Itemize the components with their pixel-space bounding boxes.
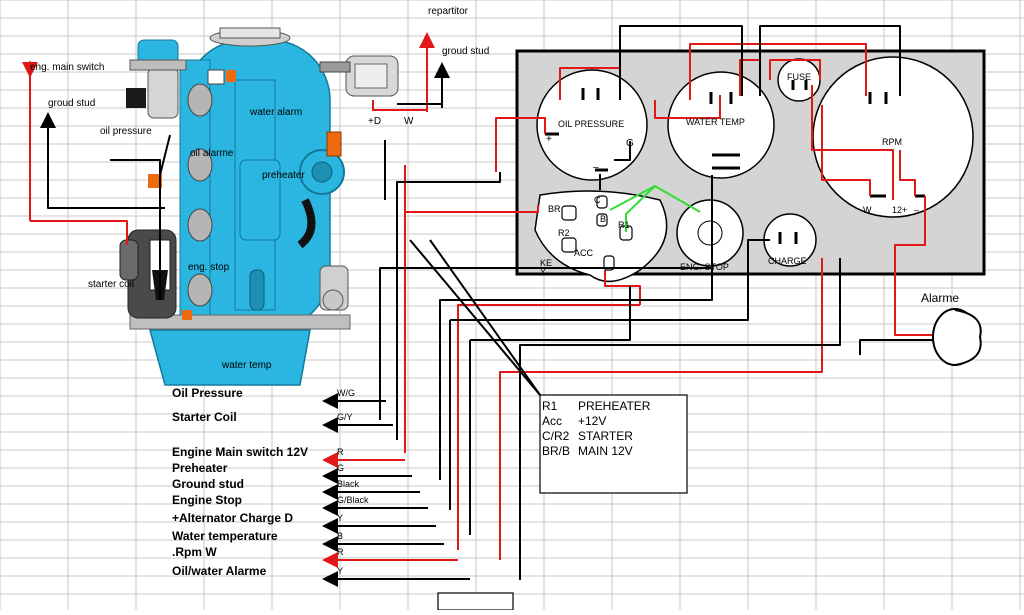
gauge-plus: + — [546, 134, 552, 145]
harness-label: Engine Main switch 12V — [172, 445, 308, 459]
harness-label: +Alternator Charge D — [172, 511, 293, 525]
harness-label: Water temperature — [172, 529, 278, 543]
footer-box — [437, 592, 514, 611]
legend-desc: +12V — [578, 414, 606, 428]
gauge-rpm-label: RPM — [882, 137, 902, 147]
key-r2: R2 — [558, 228, 570, 238]
wiring — [22, 25, 935, 580]
legend: R1 PREHEATER Acc +12V C/R2 STARTER BR/B MAIN 12… — [542, 399, 651, 458]
water-temp-gauge — [667, 71, 775, 179]
legend-desc: MAIN 12V — [578, 444, 633, 458]
label-ground-stud-top: groud stud — [442, 46, 489, 57]
harness-color-code: Black — [337, 479, 360, 489]
gauge-oil-pressure-label: OIL PRESSURE — [558, 119, 624, 129]
key-acc: ACC — [574, 248, 594, 258]
legend-code: C/R2 — [542, 429, 570, 443]
alternator — [319, 55, 399, 97]
label-eng-stop: eng. stop — [188, 262, 230, 273]
harness-label: .Rpm W — [172, 545, 217, 559]
harness-label: Oil/water Alarme — [172, 564, 267, 578]
gauge-g: G — [626, 138, 634, 149]
harness-color-code: R — [337, 447, 344, 457]
legend-box — [539, 394, 688, 494]
gauge-minus: – — [593, 162, 599, 173]
label-w: W — [404, 116, 414, 127]
label-oil-pressure: oil pressure — [100, 126, 152, 137]
key-b: B — [600, 214, 606, 224]
label-oil-alarme: oil alarme — [190, 148, 234, 159]
harness-list: Oil Pressure W/G Starter Coil G/Y Engine Mai… — [172, 386, 470, 587]
legend-desc: STARTER — [578, 429, 633, 443]
legend-code: R1 — [542, 399, 558, 413]
gauge-water-temp-label: WATER TEMP — [686, 117, 745, 127]
legend-code: BR/B — [542, 444, 570, 458]
harness-color-code: W/G — [337, 388, 355, 398]
harness-color-code: G/Black — [337, 495, 369, 505]
harness-label: Oil Pressure — [172, 386, 243, 400]
legend-code: Acc — [542, 414, 562, 428]
harness-color-code: G — [337, 463, 344, 473]
gauge-fuse-label: FUSE — [787, 72, 811, 82]
engine — [119, 27, 351, 386]
key-y: Y — [540, 267, 546, 277]
harness-color-code: G/Y — [337, 412, 353, 422]
key-c: C — [594, 195, 601, 205]
label-ground-stud-left: groud stud — [48, 98, 95, 109]
gauge-rpm-12: 12+ — [892, 205, 907, 215]
label-starter-coil: starter coil — [88, 279, 134, 290]
harness-color-code: Y — [337, 513, 343, 523]
harness-color-code: B — [337, 531, 343, 541]
alarm-horn — [932, 308, 982, 366]
harness-label: Preheater — [172, 461, 228, 475]
harness-color-code: Y — [337, 566, 343, 576]
gauge-charge-label: CHARGE — [768, 256, 807, 266]
label-preheater: preheater — [262, 170, 305, 181]
harness-label: Engine Stop — [172, 493, 242, 507]
harness-color-code: R — [337, 547, 344, 557]
label-repartitor: repartitor — [428, 6, 469, 17]
label-water-temp: water temp — [221, 360, 272, 371]
key-br: BR — [548, 204, 561, 214]
key-ke: KE — [540, 258, 552, 268]
harness-label: Ground stud — [172, 477, 244, 491]
gauge-rpm-w: W — [863, 205, 872, 215]
label-alarme: Alarme — [921, 291, 959, 305]
label-water-alarm: water alarm — [249, 107, 302, 118]
key-r1: R1 — [618, 220, 630, 230]
gauge-rpm-minus: – — [914, 205, 919, 215]
gauge-eng-stop-label: ENG. STOP — [680, 262, 729, 272]
harness-label: Starter Coil — [172, 410, 237, 424]
legend-desc: PREHEATER — [578, 399, 651, 413]
label-eng-main-switch: eng. main switch — [30, 62, 104, 73]
label-plus-d: +D — [368, 116, 381, 127]
